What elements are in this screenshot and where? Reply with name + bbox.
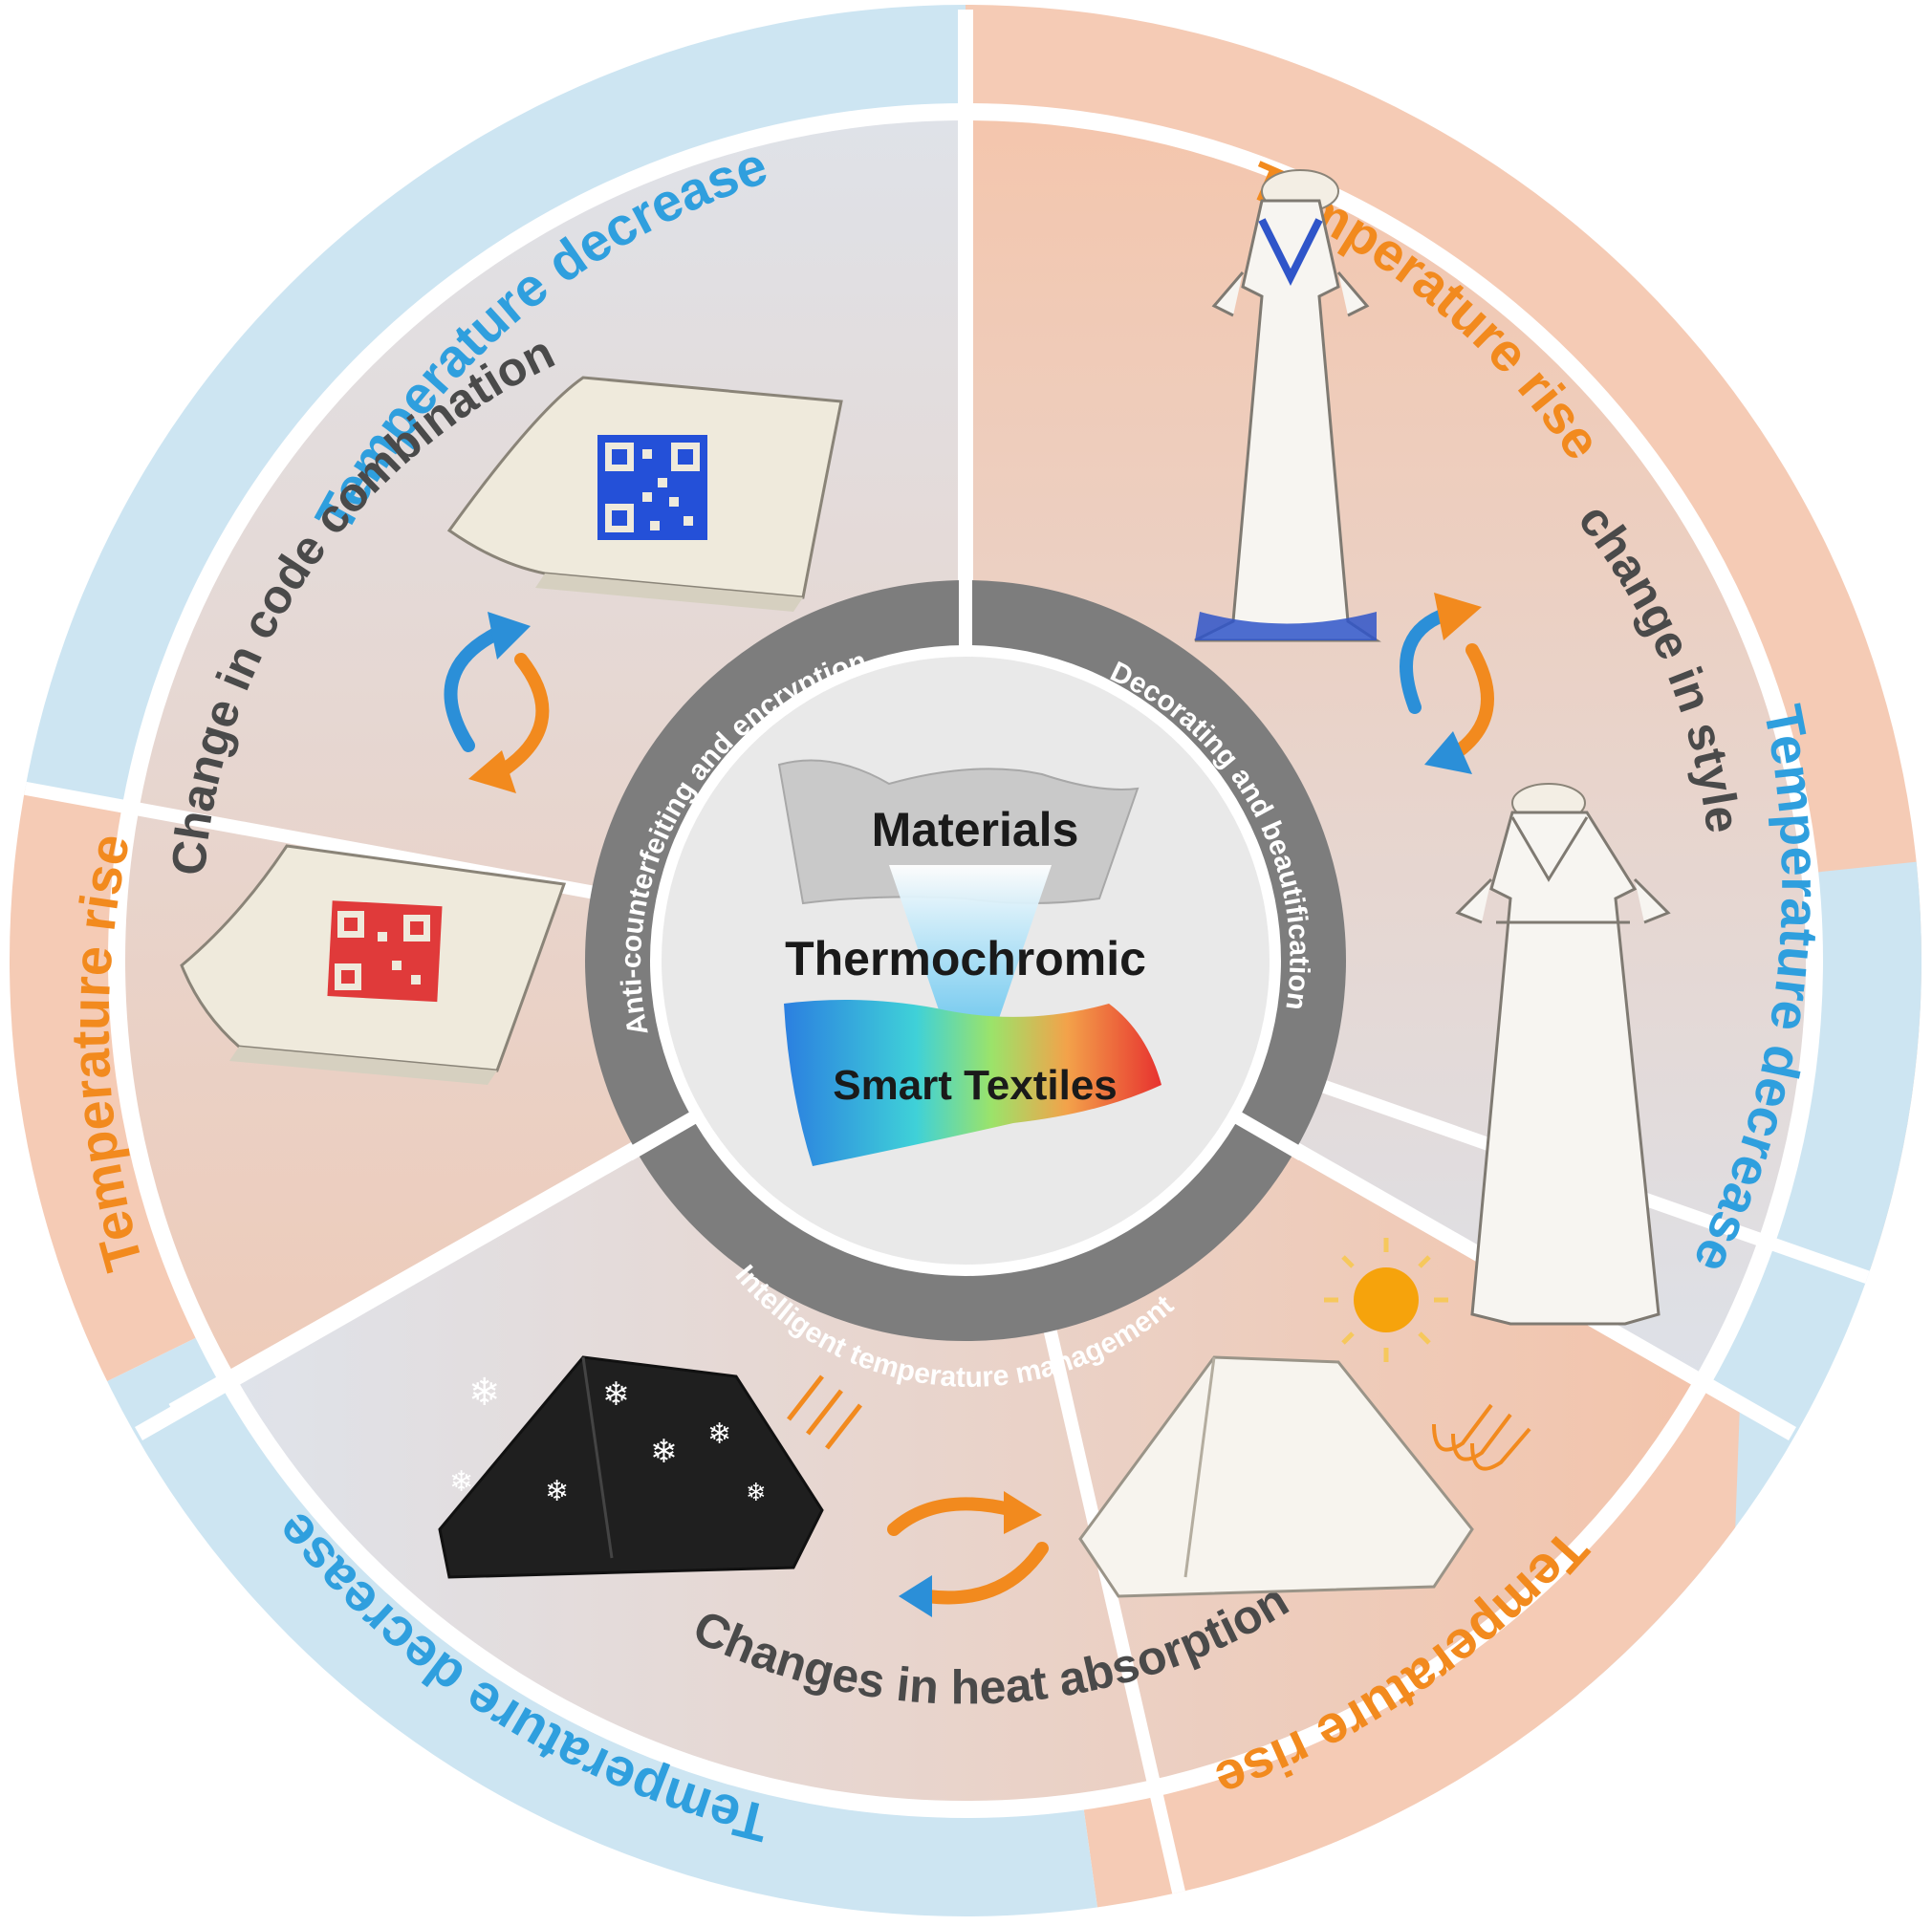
rainbow-fabric-icon [784, 1000, 1161, 1166]
svg-text:❄: ❄ [707, 1418, 731, 1450]
svg-text:❄: ❄ [602, 1376, 630, 1413]
black-tent-snow-icon: ❄ ❄ ❄ ❄ ❄ ❄ ❄ [438, 1355, 862, 1579]
center-label-smart-textiles: Smart Textiles [833, 1062, 1118, 1109]
center-hub: Materials Thermochromic Smart Textiles [650, 645, 1281, 1276]
svg-text:❄: ❄ [545, 1476, 569, 1507]
cycle-arrows-icon-bottom [887, 1491, 1049, 1617]
transform-funnel [889, 865, 1052, 1032]
svg-text:❄: ❄ [650, 1434, 678, 1470]
svg-text:❄: ❄ [449, 1466, 473, 1498]
patterned-dress-icon [1194, 169, 1381, 642]
svg-text:❄: ❄ [468, 1372, 501, 1414]
qr-code-cloth-blue-icon [446, 376, 843, 612]
cycle-arrows-icon-right [1400, 593, 1494, 774]
plain-dress-icon [1455, 783, 1671, 1326]
white-tent-sun-icon [1078, 1238, 1531, 1598]
center-label-thermochromic: Thermochromic [785, 932, 1146, 985]
center-label-materials: Materials [872, 803, 1079, 856]
cycle-arrows-icon-left [444, 612, 550, 793]
svg-text:❄: ❄ [746, 1478, 767, 1506]
qr-code-cloth-red-icon [180, 844, 567, 1085]
